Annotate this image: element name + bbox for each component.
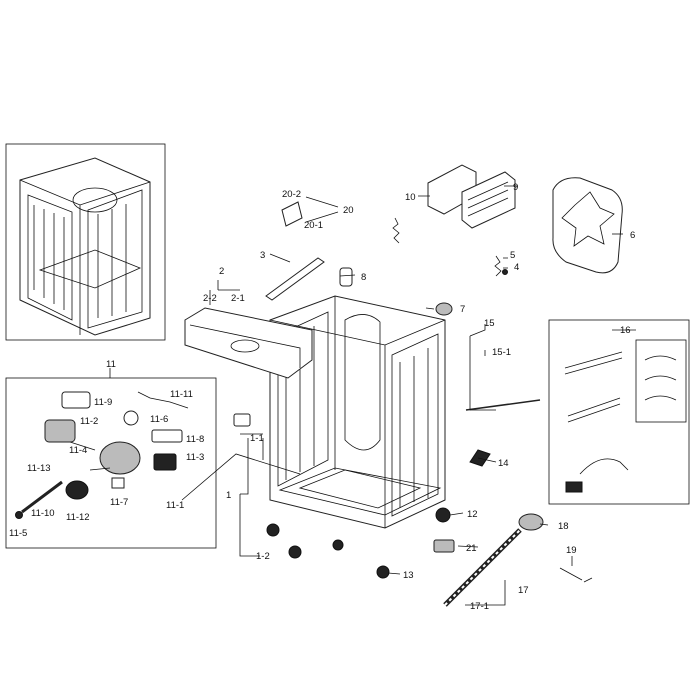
spring [392,217,400,244]
callout-11: 11 [106,359,116,370]
callout-3: 3 [260,250,265,261]
part-8 [339,267,353,287]
callout-9: 9 [513,182,518,193]
part-19 [559,567,593,583]
callout-11-11: 11-11 [170,389,193,400]
callout-7: 7 [460,304,465,315]
callout-20-2: 20-2 [282,189,301,200]
callout-11-2: 11-2 [80,416,98,427]
part-16-box [548,319,690,505]
callout-10: 10 [405,192,416,203]
callout-13: 13 [403,570,414,581]
part-11-box [5,377,217,549]
callout-17-1: 17-1 [470,601,489,612]
callout-6: 6 [630,230,635,241]
callout-11-7: 11-7 [110,497,128,508]
part-13 [376,565,390,579]
foot [332,539,344,551]
part-11-components [15,391,189,519]
leader-lines [181,185,636,606]
callout-11-5: 11-5 [9,528,27,539]
callout-18: 18 [558,521,569,532]
callout-11-3: 11-3 [186,452,204,463]
callout-labels: 20-2 20 20-1 10 9 6 3 8 5 4 2 2-2 2-1 7 … [9,182,635,612]
callout-15: 15 [484,318,495,329]
callout-17: 17 [518,585,529,596]
part-16-components [564,351,677,493]
callout-4: 4 [514,262,519,273]
part-4 [502,269,508,275]
callout-16: 16 [620,325,631,336]
callout-12: 12 [467,509,478,520]
part-1-2 [288,545,302,559]
callout-2-2: 2-2 [203,293,217,304]
callout-1: 1 [226,490,231,501]
callout-11-1: 11-1 [166,500,184,511]
callout-11-6: 11-6 [150,414,168,425]
foot [266,523,280,537]
part-21 [433,539,455,553]
part-18 [518,513,544,531]
cabinet-overview-inset [5,143,166,341]
part-17-hose [443,528,522,607]
top-control-panel [184,307,313,379]
callout-14: 14 [498,458,509,469]
callout-11-10: 11-10 [31,508,55,519]
callout-1-2: 1-2 [256,551,270,562]
callout-15-1: 15-1 [492,347,511,358]
part-15-rod [465,399,541,411]
part-3 [265,257,325,301]
callout-20-1: 20-1 [304,220,323,231]
callout-1-1: 1-1 [250,433,264,444]
part-12 [435,507,451,523]
part-7 [435,302,453,316]
part-9 [461,171,516,229]
part-20 [281,201,303,227]
callout-11-8: 11-8 [186,434,204,445]
callout-21: 21 [466,543,477,554]
callout-5: 5 [510,250,515,261]
part-6-rear-cover [552,177,623,274]
main-cabinet-frame [269,295,446,529]
callout-11-4: 11-4 [69,445,87,456]
callout-2-1: 2-1 [231,293,245,304]
callout-2: 2 [219,266,224,277]
part-14 [469,449,491,467]
callout-8: 8 [361,272,366,283]
callout-20: 20 [343,205,354,216]
spring-5 [494,255,502,277]
part-1-1 [233,413,251,427]
callout-11-9: 11-9 [94,397,112,408]
callout-11-12: 11-12 [66,512,90,523]
callout-19: 19 [566,545,577,556]
callout-11-13: 11-13 [27,463,51,474]
